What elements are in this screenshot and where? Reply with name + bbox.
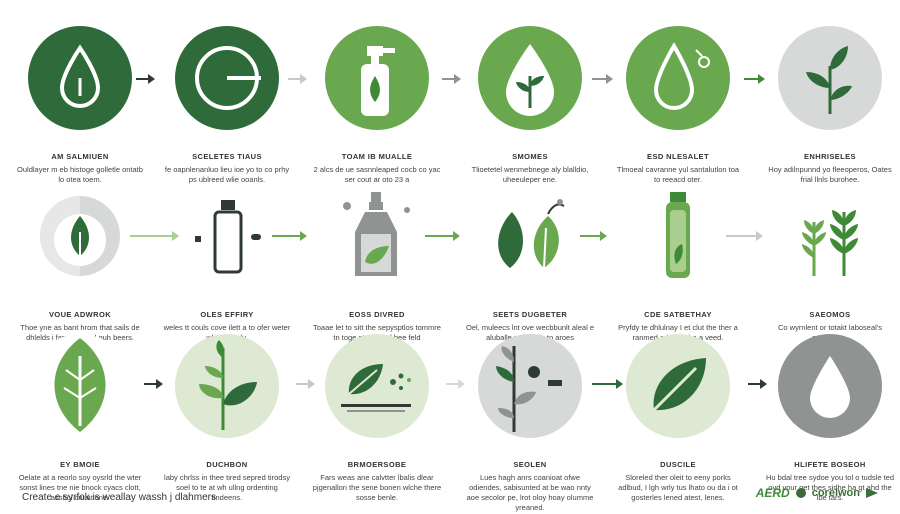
tall-bottle-icon — [626, 184, 730, 288]
step-title: SMOMES — [512, 152, 548, 161]
arrow-right-icon — [136, 74, 155, 84]
step-18: HLIFETE BOSEOH Hu bdal tree sydoe you to… — [765, 334, 895, 503]
spray-bottle-grey-icon — [325, 184, 429, 288]
step-title: BRMOERSOBE — [347, 460, 407, 469]
spray-bottle-icon — [325, 26, 429, 130]
step-title: EY BMOIE — [60, 460, 100, 469]
step-13: EY BMOIE Oelate at a reorlo soy oysrld t… — [15, 334, 145, 503]
grass-plants-icon — [778, 184, 882, 288]
step-description: Oelate at a reorlo soy oysrld the wter s… — [18, 473, 142, 502]
drop-outline-icon — [626, 26, 730, 130]
step-title: HLIFETE BOSEOH — [794, 460, 866, 469]
step-title: AM SALMIUEN — [51, 152, 109, 161]
step-3: TOAM IB MUALLE 2 alcs de ue sasnnleaped … — [312, 26, 442, 185]
step-title: CDE SATBETHAY — [644, 310, 712, 319]
step-title: EOSS DIVRED — [349, 310, 405, 319]
step-description: Hu bdal tree sydoe you tol o tudsle ted … — [766, 473, 894, 502]
step-1: AM SALMIUEN Ouldlayer m eb histoge golle… — [15, 26, 145, 185]
step-description: Fars weas ane calvtter lbalis dlear pjge… — [312, 473, 442, 502]
step-title: SEOLEN — [513, 460, 547, 469]
step-title: VOUE ADWROK — [48, 310, 112, 319]
single-leaf-icon — [626, 334, 730, 438]
bottle-icon — [175, 184, 279, 288]
step-title: ENHRISELES — [804, 152, 856, 161]
step-11: CDE SATBETHAY Pryfdy te dhlulnay I et cl… — [613, 184, 743, 343]
arrow-right-icon — [442, 74, 461, 84]
arrow-right-icon — [144, 379, 163, 389]
brand-dot-icon — [795, 488, 806, 498]
water-drop-icon — [28, 26, 132, 130]
step-title: SAEOMOS — [809, 310, 851, 319]
branch-dots-icon — [478, 334, 582, 438]
arrow-right-icon — [748, 379, 767, 389]
step-description: Tlmoeal cavranne yul santalutlon toa to … — [616, 165, 740, 184]
step-4: SMOMES Tlioetetel wenmebnege aly blalldi… — [465, 26, 595, 185]
step-12: SAEOMOS Co wyrnlent or totakt laboseal's… — [765, 184, 895, 343]
step-description: Ouldlayer m eb histoge golletle ontatb l… — [17, 165, 143, 184]
step-description: Hoy adilnpunnd yo fleeoperos, Oates fria… — [768, 165, 892, 184]
step-title: SEETS DUGBETER — [492, 310, 568, 319]
leaf-gauge-icon — [28, 184, 132, 288]
arrow-right-icon — [425, 231, 460, 241]
arrow-right-icon — [744, 74, 765, 84]
step-description: fe oapnlenanluo lieu ioe yo to co prhy p… — [164, 165, 290, 184]
brand-logo-text: AERD — [755, 486, 790, 500]
step-8: OLES EFFIRY weles tt couls cove ilett a … — [162, 184, 292, 343]
water-drop-grey-icon — [778, 334, 882, 438]
arrow-right-icon — [130, 231, 179, 241]
plant-drop-icon — [478, 26, 582, 130]
arrow-right-icon — [866, 488, 878, 498]
step-title: OLES EFFIRY — [200, 310, 254, 319]
arrow-right-icon — [592, 74, 613, 84]
arrow-right-icon — [592, 379, 623, 389]
brand-name: corelwon — [811, 487, 860, 499]
step-title: SCELETES TIAUS — [192, 152, 262, 161]
two-leaves-icon — [478, 184, 582, 288]
step-2: SCELETES TIAUS fe oapnlenanluo lieu ioe … — [162, 26, 292, 185]
step-17: DUSCILE Sloreled ther oleit to eeny pork… — [613, 334, 743, 503]
leaf-on-ground-icon — [325, 334, 429, 438]
footer-caption: Create e syrfok is weallay wassh j dlahm… — [22, 492, 216, 503]
step-14: DUCHBON laby chrlss in thee tired sepred… — [162, 334, 292, 503]
step-title: DUSCILE — [660, 460, 696, 469]
arrow-right-icon — [726, 231, 763, 241]
step-description: Tlioetetel wenmebnege aly blalldio, uhee… — [471, 165, 589, 184]
plant-branch-icon — [175, 334, 279, 438]
step-title: DUCHBON — [206, 460, 248, 469]
step-description: 2 alcs de ue sasnnleaped cocb co yac ser… — [313, 165, 441, 184]
arrow-right-icon — [296, 379, 315, 389]
step-7: VOUE ADWROK Thoe yne as bant hrom that s… — [15, 184, 145, 343]
sprout-icon — [778, 26, 882, 130]
big-leaf-icon — [28, 334, 132, 438]
step-description: Lues hagh anrs coanioat ofwe odiendes, s… — [466, 473, 594, 512]
arrow-right-icon — [272, 231, 307, 241]
step-title: ESD NLESALET — [647, 152, 709, 161]
step-16: SEOLEN Lues hagh anrs coanioat ofwe odie… — [465, 334, 595, 513]
step-description: Sloreled ther oleit to eeny porks adlbud… — [618, 473, 738, 502]
arrow-right-icon — [288, 74, 307, 84]
arrow-right-icon — [446, 379, 465, 389]
step-15: BRMOERSOBE Fars weas ane calvtter lbalis… — [312, 334, 442, 503]
footer-brand: AERD corelwon — [756, 486, 878, 500]
step-description: laby chrlss in thee tired sepred tirodsy… — [164, 473, 290, 502]
step-6: ENHRISELES Hoy adilnpunnd yo fleeoperos,… — [765, 26, 895, 185]
step-5: ESD NLESALET Tlmoeal cavranne yul santal… — [613, 26, 743, 185]
step-9: EOSS DIVRED Toaae let to sitt the sepysp… — [312, 184, 442, 343]
step-title: TOAM IB MUALLE — [341, 152, 413, 161]
arrow-right-icon — [580, 231, 607, 241]
gauge-icon — [175, 26, 279, 130]
step-10: SEETS DUGBETER Oel, muleecs lnt ove wecb… — [465, 184, 595, 343]
